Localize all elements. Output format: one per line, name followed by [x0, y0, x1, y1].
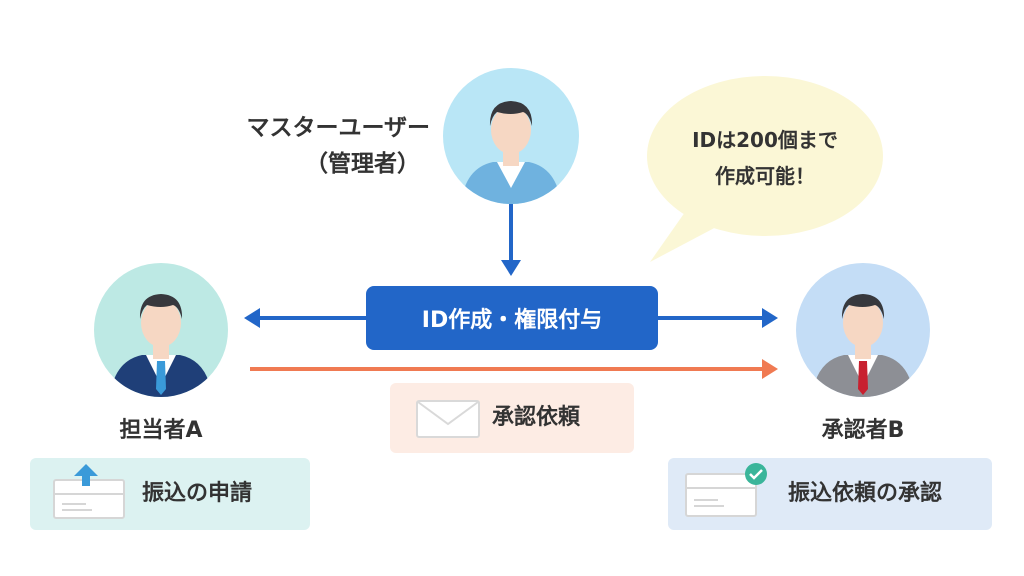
check-card-icon — [685, 463, 767, 517]
person-b-name: 承認者B — [821, 418, 905, 443]
master-label-line-1: マスターユーザー — [246, 115, 430, 141]
master-user-label: マスターユーザー （管理者） — [180, 110, 430, 182]
bubble-line-2: 作成可能！ — [715, 164, 815, 188]
envelope-icon — [416, 400, 480, 438]
transfer-approval-label: 振込依頼の承認 — [788, 481, 943, 506]
bubble-line-1: IDは200個まで — [692, 128, 838, 152]
person-a-avatar — [94, 263, 228, 397]
master-user-avatar — [443, 68, 579, 204]
person-b-avatar — [796, 263, 930, 397]
transfer-application-label: 振込の申請 — [142, 481, 253, 506]
master-label-line-2: （管理者） — [305, 151, 420, 177]
id-creation-box: ID作成・権限付与 — [366, 286, 658, 350]
bubble-text: IDは200個まで 作成可能！ — [660, 122, 870, 194]
approval-request-label: 承認依頼 — [492, 405, 581, 430]
upload-card-icon — [53, 464, 125, 519]
person-a-name: 担当者A — [119, 418, 203, 443]
